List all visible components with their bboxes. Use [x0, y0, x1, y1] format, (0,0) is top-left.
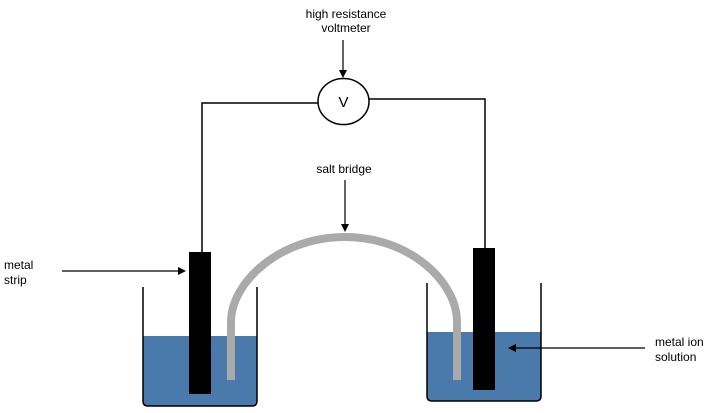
metal-strip-arrow	[62, 267, 186, 275]
left-beaker	[142, 287, 258, 407]
left-metal-strip	[189, 252, 211, 394]
salt-bridge-label: salt bridge	[316, 162, 372, 176]
voltmeter-arrow	[339, 40, 347, 78]
voltmeter-label-line2: voltmeter	[321, 21, 370, 35]
right-beaker	[426, 283, 542, 402]
metal-strip-label-line1: metal	[4, 258, 33, 272]
right-metal-strip	[473, 248, 495, 390]
voltmeter-circle	[317, 77, 370, 126]
metal-strip-label-line2: strip	[4, 273, 27, 287]
salt-bridge-arrow	[341, 180, 349, 232]
voltmeter-symbol: V	[338, 94, 348, 111]
left-wire	[201, 102, 318, 252]
voltmeter-label-line1: high resistance	[306, 7, 387, 21]
solution-arrow	[508, 344, 645, 352]
solution-label-line2: solution	[655, 350, 696, 364]
right-wire	[369, 98, 486, 248]
solution-label-line1: metal ion	[655, 335, 704, 349]
salt-bridge-tube	[227, 232, 461, 380]
